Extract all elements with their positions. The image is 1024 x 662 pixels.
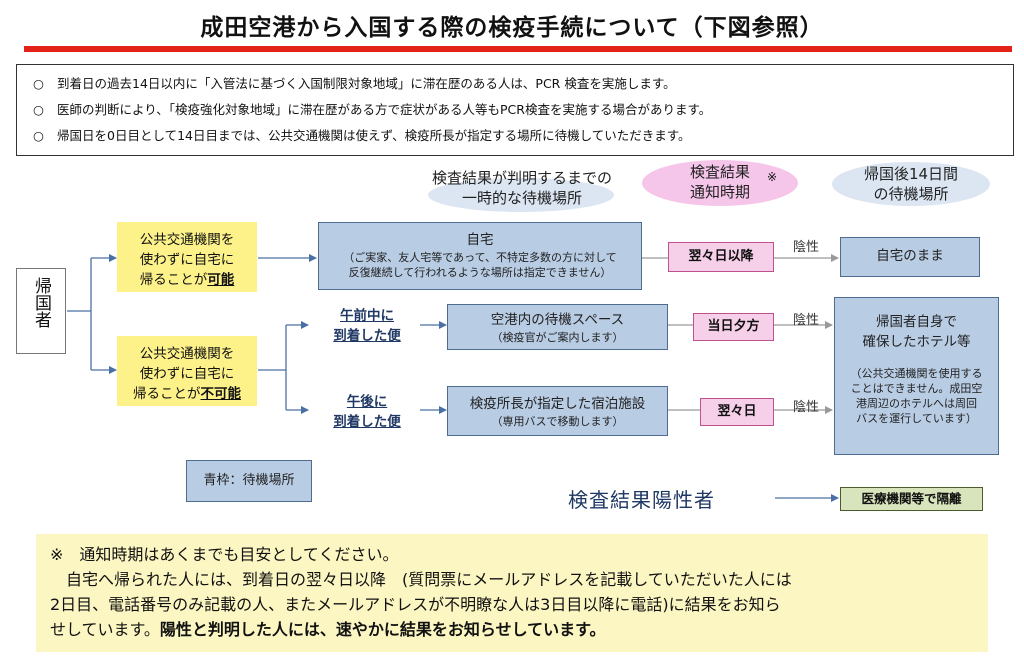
destination-home: 自宅のまま xyxy=(840,237,980,277)
branch-impossible: 公共交通機関を 使わずに自宅に 帰ることが不可能 xyxy=(117,336,257,406)
header-notify-oval xyxy=(642,160,798,206)
place-airport: 空港内の待機スペース （検疫官がご案内します） xyxy=(447,304,668,350)
timing-airport: 当日夕方 xyxy=(693,313,774,341)
note-item: ○到着日の過去14日以内に「入管法に基づく入国制限対象地域」に滞在歴のある人は、… xyxy=(33,71,1003,97)
notes-box: ○到着日の過去14日以内に「入管法に基づく入国制限対象地域」に滞在歴のある人は、… xyxy=(16,64,1014,156)
title-underline xyxy=(24,46,1012,52)
negative-label: 陰性 xyxy=(793,240,820,255)
footer-emphasis: 陽性と判明した人には、速やかに結果をお知らせしています。 xyxy=(159,620,606,639)
label-morning-arrival: 午前中に 到着した便 xyxy=(333,308,401,344)
header-waiting-place: 検査結果が判明するまでの 一時的な待機場所 xyxy=(431,169,612,207)
page-title: 成田空港から入国する際の検疫手続について（下図参照） xyxy=(200,15,824,41)
negative-label: 陰性 xyxy=(793,400,820,415)
returnee-box: 帰国者 xyxy=(16,268,66,354)
circle-bullet-icon: ○ xyxy=(33,102,44,117)
note-item: ○帰国日を0日目として14日目までは、公共交通機関は使えず、検疫所長が指定する場… xyxy=(33,123,1003,149)
negative-label: 陰性 xyxy=(793,313,820,328)
legend-blue-frame: 青枠：待機場所 xyxy=(186,460,312,502)
header-highlight-oval xyxy=(428,178,614,212)
header-after-place: 帰国後14日間 の待機場所 xyxy=(863,165,959,203)
place-home: 自宅 （ご実家、友人宅等であって、不特定多数の方に対して 反復継続して行われるよ… xyxy=(318,222,642,290)
note-item: ○医師の判断により、「検疫強化対象地域」に滞在歴がある方で症状がある人等もPCR… xyxy=(33,97,1003,123)
header-notify-time: 検査結果 通知時期 xyxy=(689,163,750,201)
circle-bullet-icon: ○ xyxy=(33,128,44,143)
branch-possible: 公共交通機関を 使わずに自宅に 帰ることが可能 xyxy=(117,222,257,292)
isolation-box: 医療機関等で隔離 xyxy=(840,487,983,511)
place-facility: 検疫所長が指定した宿泊施設 （専用バスで移動します） xyxy=(447,386,668,436)
header-after-oval xyxy=(832,162,990,206)
notify-footnote-mark: ※ xyxy=(767,170,778,184)
timing-facility: 翌々日 xyxy=(700,398,774,426)
label-afternoon-arrival: 午後に 到着した便 xyxy=(333,394,401,430)
positive-result-label: 検査結果陽性者 xyxy=(568,488,715,512)
destination-hotel: 帰国者自身で 確保したホテル等 （公共交通機関を使用する ことはできません。成田… xyxy=(834,297,999,455)
circle-bullet-icon: ○ xyxy=(33,76,44,91)
timing-home: 翌々日以降 xyxy=(668,242,774,272)
footer-note: ※ 通知時期はあくまでも目安としてください。 自宅へ帰られた人には、到着日の翌々… xyxy=(36,534,988,652)
